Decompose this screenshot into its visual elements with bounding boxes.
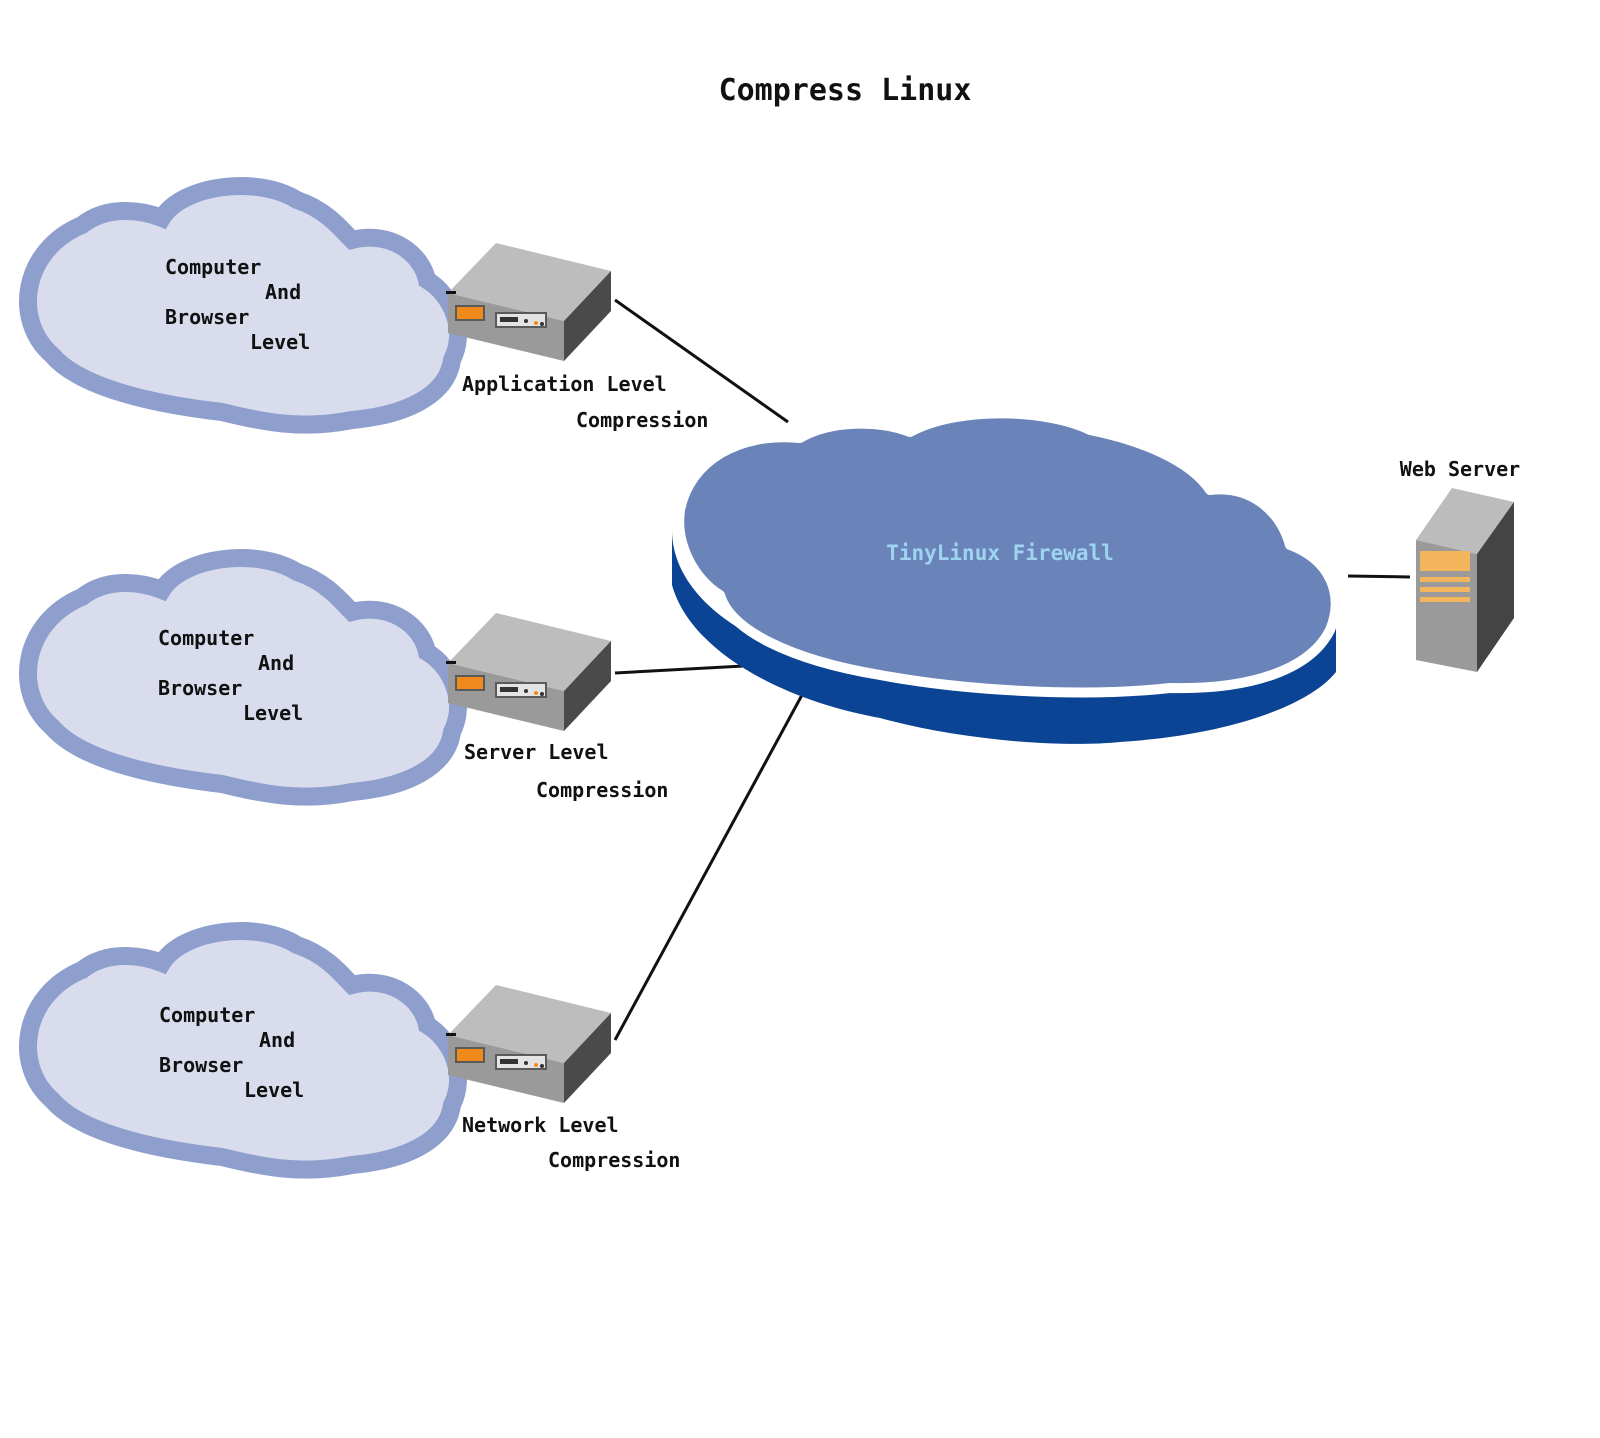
link-server-to-firewall <box>614 663 763 675</box>
server-compression-label: Server Level Compression <box>464 740 668 802</box>
client-cloud-label: Computer And Browser Level <box>158 626 306 725</box>
application-compression-label: Application Level Compression <box>462 372 708 432</box>
client-cloud-2: Computer And Browser Level <box>28 558 458 797</box>
network-compression-device <box>445 984 612 1104</box>
web-server-label: Web Server <box>1400 457 1520 481</box>
client-cloud-1: Computer And Browser Level <box>28 186 458 425</box>
client-cloud-label: Computer And Browser Level <box>159 1003 307 1102</box>
client-cloud-label: Computer And Browser Level <box>165 255 313 354</box>
link-application-to-firewall <box>614 298 789 424</box>
link-network-to-firewall <box>613 694 804 1041</box>
client-cloud-3: Computer And Browser Level <box>28 931 458 1170</box>
web-server <box>1416 488 1514 672</box>
server-compression-device <box>445 612 612 732</box>
firewall-cloud: TinyLinux Firewall <box>672 408 1341 744</box>
firewall-cloud-top <box>674 408 1341 698</box>
diagram-title: Compress Linux <box>719 73 972 108</box>
firewall-label: TinyLinux Firewall <box>886 541 1114 565</box>
network-compression-label: Network Level Compression <box>462 1113 680 1172</box>
link-firewall-to-server <box>1347 574 1411 579</box>
application-compression-device <box>445 242 612 362</box>
